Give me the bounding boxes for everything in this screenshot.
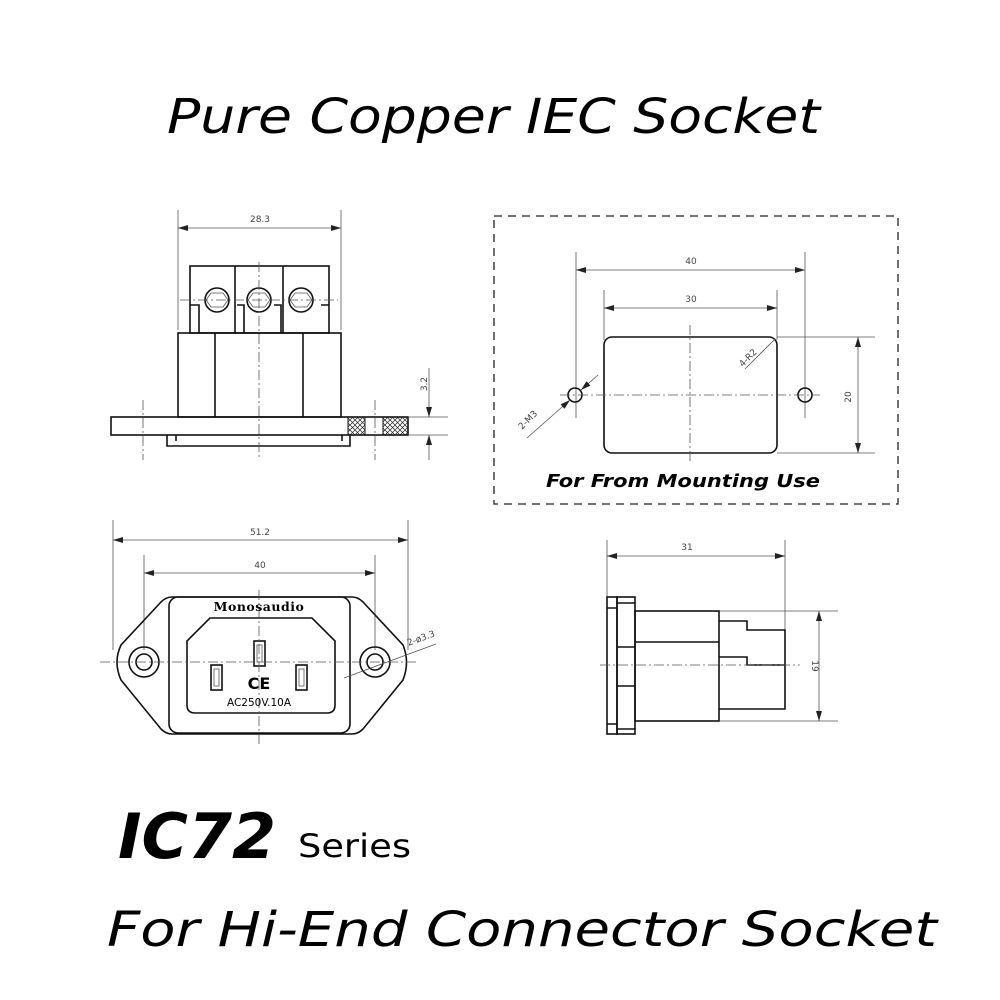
height-dimension: 20 [844,391,854,403]
side-top-view: 28.3 3.2 [110,210,448,460]
flange-dimension: 3.2 [420,377,430,391]
overall-dimension: 51.2 [250,528,270,538]
panel-cutout-view: 40 30 20 4-R2 2-M3 For From Mounting Use [493,215,899,505]
pin-slots-icon [210,640,308,691]
rating-label: AC250V.10A [227,697,292,709]
front-view: 51.2 40 Monosaudio CE AC250V.10A 2-ø3.3 [100,520,437,745]
brand-label: Monosaudio [214,599,305,614]
width-dimension: 28.3 [250,215,270,225]
side-view: 31 19 [600,540,838,735]
hole-spacing-dimension: 40 [254,561,266,571]
subtitle: For Hi-End Connector Socket [107,902,940,958]
height-dimension: 19 [809,660,819,672]
depth-dimension: 31 [681,543,692,553]
corner-radius-label: 4-R2 [738,348,760,370]
series-label: Series [298,827,411,865]
ce-mark: CE [248,674,271,693]
outer-dimension: 40 [685,257,697,267]
hole-label: 2-M3 [517,409,540,432]
mounting-caption: For From Mounting Use [546,471,820,492]
model-name: IC72 [118,800,276,873]
page-title: Pure Copper IEC Socket [167,89,822,145]
inner-dimension: 30 [685,295,697,305]
